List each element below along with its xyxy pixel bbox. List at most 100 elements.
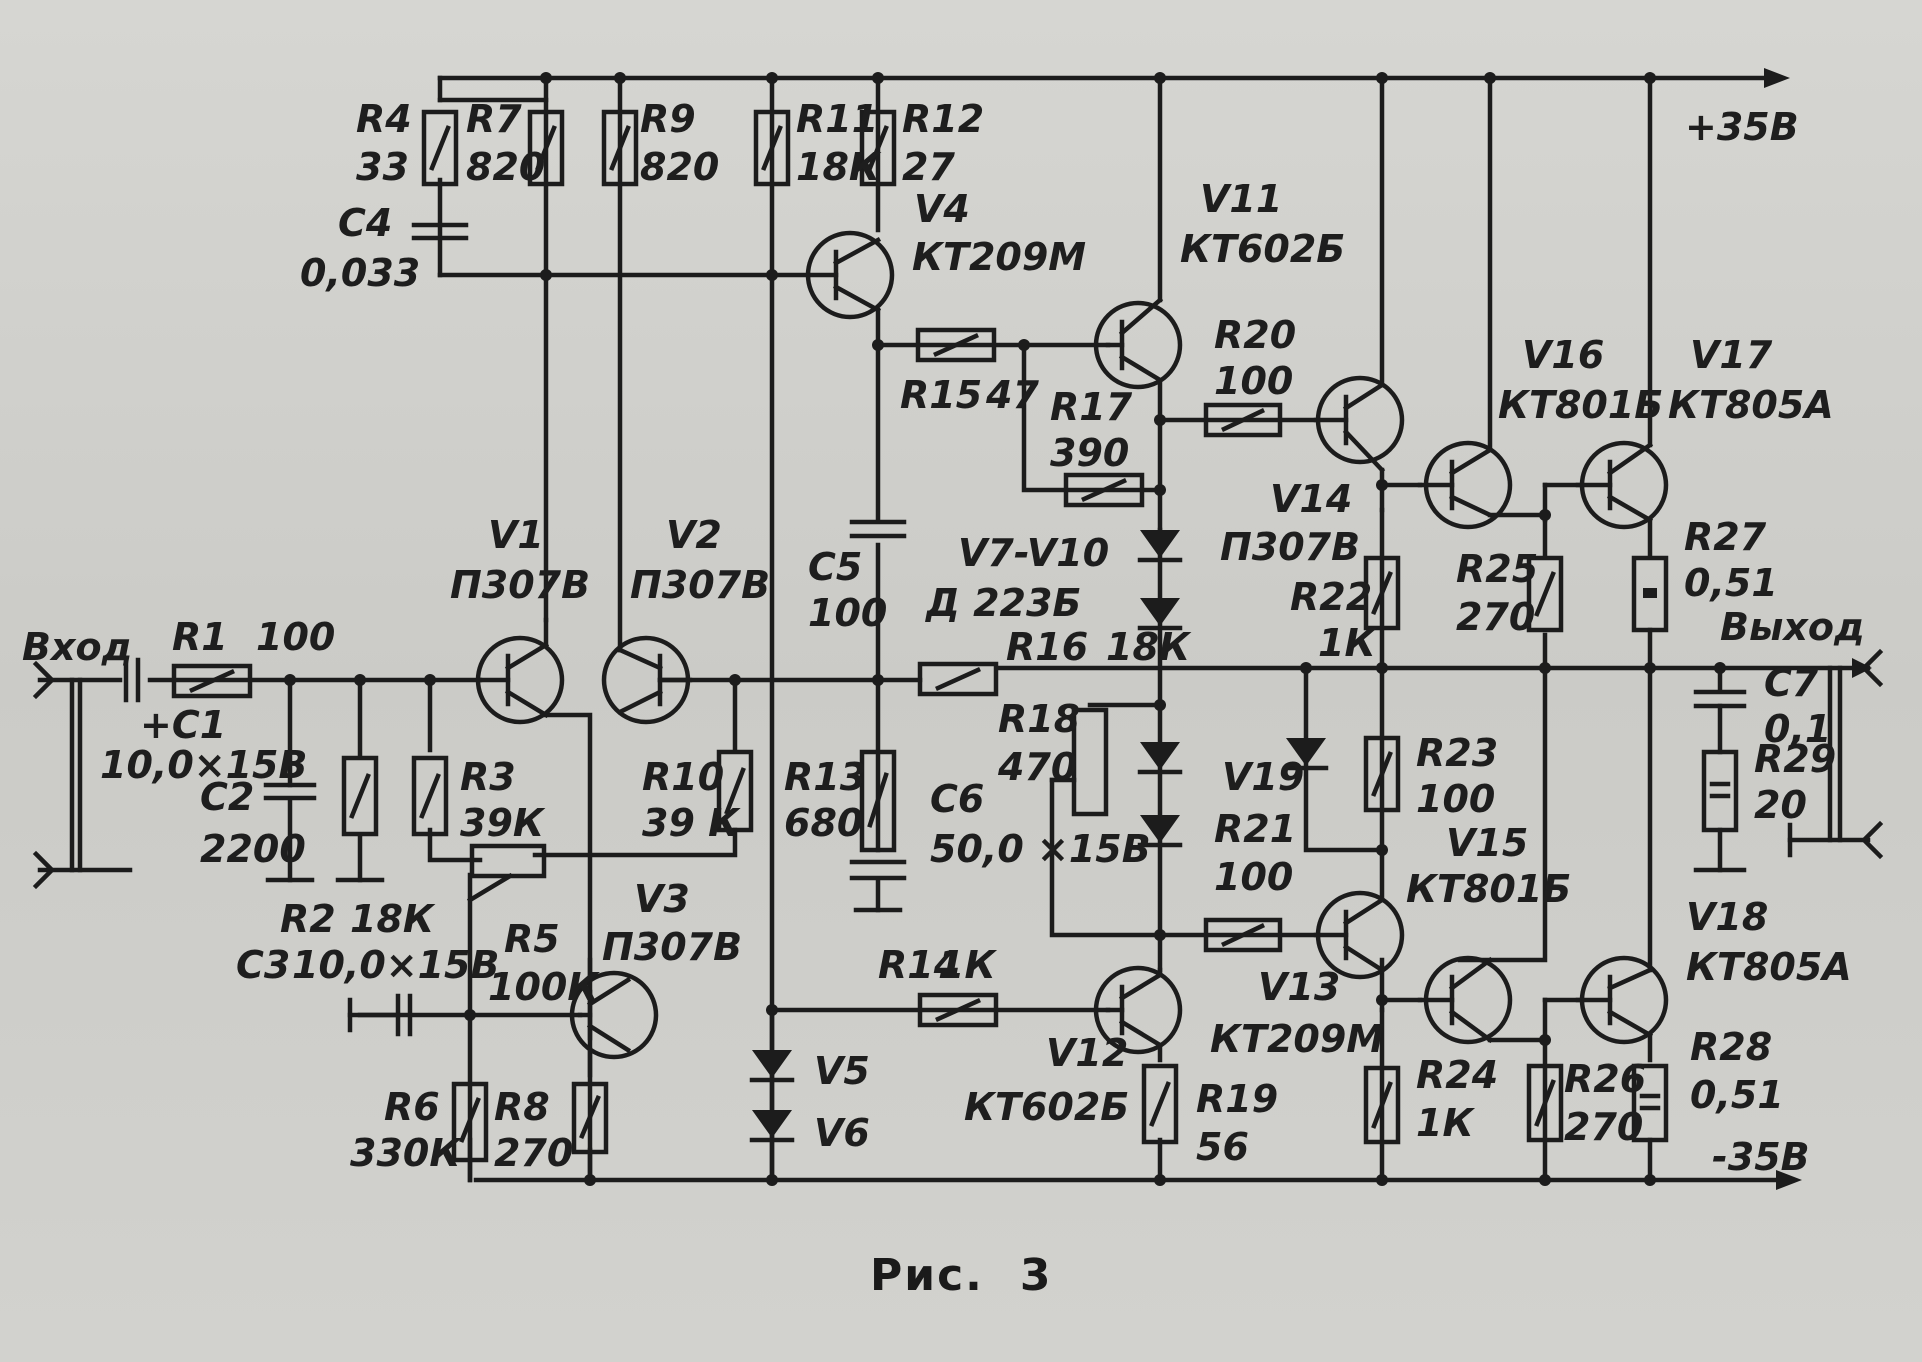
v1-transistor <box>475 635 565 725</box>
junction-dot <box>1154 929 1166 941</box>
c1-value-label: 10,0×15В <box>100 743 307 787</box>
v1-value-label: П307В <box>450 563 590 607</box>
r13-value-label: 680 <box>784 801 863 845</box>
r20-body <box>1203 402 1283 438</box>
junction-dot <box>284 674 296 686</box>
junction-dot <box>1714 662 1726 674</box>
v14-designator-label: V14 <box>1270 477 1352 521</box>
junction-dot <box>766 269 778 281</box>
r24-designator-label: R24 <box>1416 1053 1498 1097</box>
v6-designator-label: V6 <box>814 1111 870 1155</box>
r4-designator-label: R4 <box>356 97 412 141</box>
junction-dot <box>1376 662 1388 674</box>
r12-body <box>859 109 897 187</box>
r8-body <box>571 1081 609 1155</box>
caption-prefix: Рис. <box>870 1250 984 1301</box>
v14-transistor <box>1313 375 1405 474</box>
r3-down <box>427 827 483 863</box>
text-labels: +35В -35В Вход Выход <box>22 105 1865 1179</box>
junction-dot <box>540 72 552 84</box>
junction-dot <box>1154 484 1166 496</box>
diode-bodies <box>749 530 1329 1143</box>
junction-dot <box>1154 72 1166 84</box>
v7-diode <box>1137 530 1183 563</box>
r19-body <box>1141 1063 1179 1145</box>
junction-dot <box>1644 1174 1656 1186</box>
junction-dot <box>1018 339 1030 351</box>
junction-dot <box>464 1009 476 1021</box>
r17-body <box>1063 472 1145 508</box>
r25-value-label: 270 <box>1456 595 1535 639</box>
r2-body <box>341 755 379 837</box>
v18-designator-label: V18 <box>1686 895 1768 939</box>
junction-dot <box>872 674 884 686</box>
r22-body <box>1363 555 1401 631</box>
c2-designator-label: C2 <box>200 775 254 819</box>
output-port-label: Выход <box>1720 605 1865 649</box>
c7-body <box>1693 689 1747 755</box>
r21-value-label: 100 <box>1214 855 1293 899</box>
junction-dot <box>1539 1034 1551 1046</box>
input-chevron-bottom <box>32 850 56 890</box>
c4-designator-label: C4 <box>338 201 392 245</box>
v14-value-label: П307В <box>1220 525 1360 569</box>
r10-down <box>532 827 738 858</box>
v11-transistor <box>1093 296 1183 390</box>
v19-designator-label: V19 <box>1222 755 1304 799</box>
junction-dot <box>540 269 552 281</box>
r10-value-label: 39 К <box>642 801 741 845</box>
r27-body <box>1631 555 1669 633</box>
c3-value-label: 10,0×15В <box>292 943 499 987</box>
v7v10-value-label: Д 223Б <box>925 581 1081 625</box>
junction-dot <box>584 1174 596 1186</box>
r14-designator-label: R14 <box>878 943 960 987</box>
r6-body <box>451 1081 489 1163</box>
v10-diode <box>1137 815 1183 848</box>
figure-caption: Рис.3 <box>870 1250 1053 1301</box>
junction-dot <box>1154 414 1166 426</box>
junction-dot <box>1644 72 1656 84</box>
r16-body <box>917 661 999 697</box>
r25-body <box>1526 555 1564 633</box>
junction-dot <box>766 72 778 84</box>
r2-designator-label: R2 <box>280 897 336 941</box>
v17-transistor <box>1575 440 1669 530</box>
junction-dot <box>766 1004 778 1016</box>
r26-body <box>1526 1063 1564 1143</box>
junctions <box>284 72 1726 1186</box>
port-chevrons <box>32 648 1884 890</box>
r23-designator-label: R23 <box>1416 731 1498 775</box>
v13-value-label: КТ209М <box>1210 1017 1384 1061</box>
v2-designator-label: V2 <box>666 513 722 557</box>
c2-body <box>263 782 317 801</box>
r5-value-label: 100К <box>488 965 600 1009</box>
r5-designator-label: R5 <box>504 917 560 961</box>
r15-designator-label: R15 <box>900 373 982 417</box>
r3-body <box>411 755 449 837</box>
junction-dot <box>872 339 884 351</box>
r17-loop <box>1021 342 1163 493</box>
positive-rail-label: +35В <box>1685 105 1799 149</box>
transistor-bodies <box>475 230 1669 1060</box>
v2-value-label: П307В <box>630 563 770 607</box>
r18-designator-label: R18 <box>998 697 1080 741</box>
v13-transistor <box>1313 890 1405 980</box>
c6-designator-label: C6 <box>930 777 984 821</box>
r19-designator-label: R19 <box>1196 1077 1278 1121</box>
c5-value-label: 100 <box>808 591 887 635</box>
c3-body <box>347 993 413 1037</box>
resistor-bodies <box>171 109 1739 1163</box>
v9-diode <box>1137 742 1183 775</box>
r13-body <box>859 749 897 853</box>
junction-dot <box>729 674 741 686</box>
v18-transistor <box>1575 955 1669 1045</box>
c6-body <box>849 859 907 913</box>
r22-designator-label: R22 <box>1290 575 1372 619</box>
v3-transistor <box>569 970 659 1060</box>
c7-designator-label: C7 <box>1764 661 1819 705</box>
r4-body <box>421 109 459 187</box>
positive-rail-arrow <box>1764 68 1790 88</box>
r18-value-label: 470 <box>997 745 1077 789</box>
